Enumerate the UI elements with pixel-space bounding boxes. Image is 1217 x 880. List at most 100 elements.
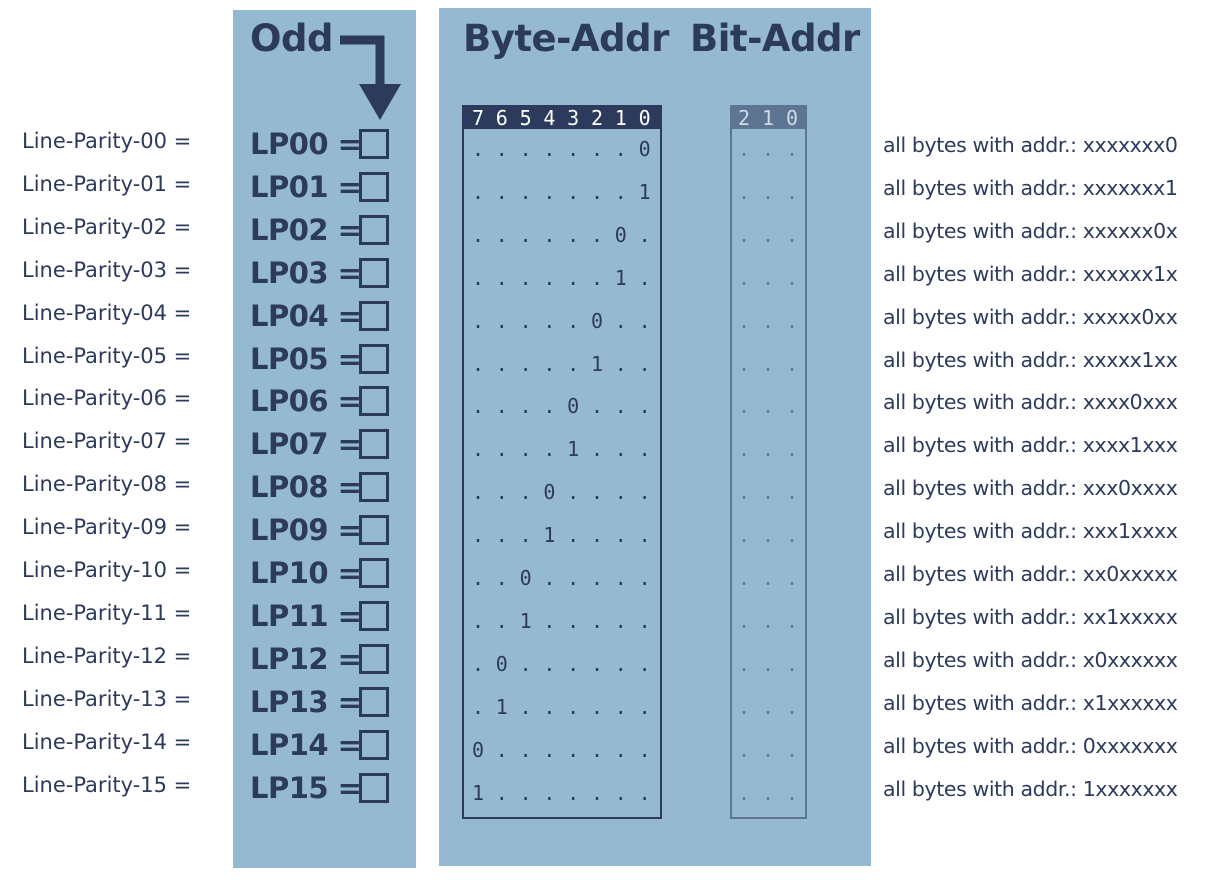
- byte-bit-cell: .: [519, 437, 532, 462]
- byte-bit-cell: .: [471, 179, 485, 204]
- byte-bit-cell: .: [638, 394, 651, 419]
- byte-bit-cell: 0: [471, 737, 485, 762]
- parity-checkbox[interactable]: [359, 515, 389, 546]
- bit-addr-cell: .: [761, 651, 775, 676]
- byte-column-header: 0: [638, 106, 651, 130]
- parity-checkbox[interactable]: [359, 129, 389, 159]
- line-parity-name: Line-Parity-08 =: [22, 472, 192, 497]
- parity-checkbox[interactable]: [359, 729, 389, 760]
- byte-bit-cell: .: [543, 780, 556, 805]
- parity-checkbox[interactable]: [359, 686, 389, 717]
- line-parity-name: Line-Parity-12 =: [22, 643, 192, 668]
- byte-column-header: 5: [519, 106, 532, 130]
- byte-bit-cell: .: [590, 737, 604, 762]
- byte-bit-cell: .: [543, 651, 556, 676]
- byte-bit-cell: .: [495, 351, 508, 376]
- parity-checkbox[interactable]: [359, 429, 389, 460]
- bit-addr-cell: .: [761, 137, 775, 161]
- bit-addr-cell: .: [761, 351, 775, 376]
- byte-bit-cell: 1: [567, 437, 580, 462]
- parity-checkbox[interactable]: [359, 472, 389, 503]
- bit-addr-cell: .: [737, 780, 751, 805]
- parity-checkbox[interactable]: [359, 558, 389, 588]
- parity-checkbox[interactable]: [359, 643, 389, 674]
- parity-checkbox[interactable]: [359, 257, 389, 288]
- byte-bit-cell: .: [614, 480, 627, 505]
- bit-addr-cell: .: [737, 179, 751, 204]
- bit-addr-header: [730, 105, 807, 129]
- bit-addr-cell: .: [761, 480, 775, 505]
- bit-addr-cell: .: [785, 394, 799, 419]
- byte-bit-cell: .: [495, 608, 508, 633]
- parity-checkbox[interactable]: [359, 343, 389, 374]
- lp-label: LP10 =: [250, 556, 362, 590]
- byte-bit-cell: .: [495, 222, 508, 247]
- byte-bit-cell: 0: [590, 308, 604, 333]
- bit-addr-cell: .: [761, 523, 775, 548]
- byte-bit-cell: .: [471, 694, 485, 719]
- lp-label: LP14 =: [250, 727, 362, 762]
- byte-bit-cell: .: [519, 780, 532, 805]
- byte-bit-cell: .: [614, 566, 627, 590]
- address-description: all bytes with addr.: x0xxxxxx: [883, 647, 1178, 672]
- byte-bit-cell: .: [519, 308, 532, 333]
- byte-bit-cell: .: [638, 651, 651, 676]
- byte-bit-cell: .: [543, 694, 556, 719]
- byte-bit-cell: 1: [638, 179, 651, 204]
- bit-addr-cell: .: [761, 179, 775, 204]
- byte-bit-cell: .: [614, 780, 627, 805]
- parity-checkbox[interactable]: [359, 600, 389, 631]
- bit-addr-cell: .: [785, 308, 799, 333]
- parity-checkbox[interactable]: [359, 171, 389, 202]
- byte-bit-cell: .: [590, 222, 604, 247]
- byte-bit-cell: 0: [519, 566, 532, 590]
- byte-bit-cell: .: [567, 737, 580, 762]
- bit-addr-cell: .: [785, 737, 799, 762]
- bit-addr-cell: .: [785, 780, 799, 805]
- byte-bit-cell: .: [567, 651, 580, 676]
- address-description: all bytes with addr.: xxx0xxxx: [883, 476, 1178, 501]
- byte-bit-cell: .: [614, 179, 627, 204]
- lp-label: LP03 =: [250, 255, 362, 290]
- address-description: all bytes with addr.: xxxx0xxx: [883, 390, 1178, 415]
- bit-column-header: 2: [737, 106, 751, 130]
- line-parity-name: Line-Parity-04 =: [22, 300, 192, 325]
- parity-checkbox[interactable]: [359, 300, 389, 331]
- bit-addr-cell: .: [785, 437, 799, 462]
- address-description: all bytes with addr.: xx1xxxxx: [883, 604, 1178, 629]
- byte-bit-cell: .: [590, 566, 604, 590]
- lp-label: LP07 =: [250, 427, 362, 462]
- lp-label: LP11 =: [250, 598, 362, 633]
- byte-bit-cell: .: [567, 694, 580, 719]
- byte-bit-cell: .: [543, 737, 556, 762]
- bit-addr-cell: .: [785, 137, 799, 161]
- bit-addr-cell: .: [737, 437, 751, 462]
- byte-bit-cell: .: [471, 480, 485, 505]
- bit-addr-cell: .: [737, 308, 751, 333]
- byte-bit-cell: 1: [543, 523, 556, 548]
- bit-addr-cell: .: [737, 265, 751, 290]
- byte-bit-cell: .: [519, 179, 532, 204]
- odd-title: Odd: [250, 17, 333, 60]
- parity-checkbox[interactable]: [359, 214, 389, 245]
- byte-bit-cell: .: [495, 265, 508, 290]
- line-parity-name: Line-Parity-05 =: [22, 343, 192, 368]
- byte-bit-cell: .: [590, 179, 604, 204]
- byte-bit-cell: .: [543, 308, 556, 333]
- address-description: all bytes with addr.: 0xxxxxxx: [883, 733, 1178, 758]
- parity-checkbox[interactable]: [359, 386, 389, 417]
- address-description: all bytes with addr.: xxxxxx1x: [883, 261, 1178, 286]
- byte-bit-cell: 1: [614, 265, 627, 290]
- bit-addr-cell: .: [737, 523, 751, 548]
- bit-addr-cell: .: [761, 265, 775, 290]
- byte-bit-cell: .: [567, 308, 580, 333]
- odd-parity-panel: [233, 10, 416, 868]
- byte-bit-cell: .: [614, 137, 627, 161]
- byte-bit-cell: .: [519, 651, 532, 676]
- byte-bit-cell: .: [495, 737, 508, 762]
- bit-addr-cell: .: [737, 222, 751, 247]
- byte-bit-cell: .: [567, 480, 580, 505]
- parity-checkbox[interactable]: [359, 772, 389, 803]
- byte-column-header: 7: [471, 106, 485, 130]
- lp-label: LP02 =: [250, 212, 362, 247]
